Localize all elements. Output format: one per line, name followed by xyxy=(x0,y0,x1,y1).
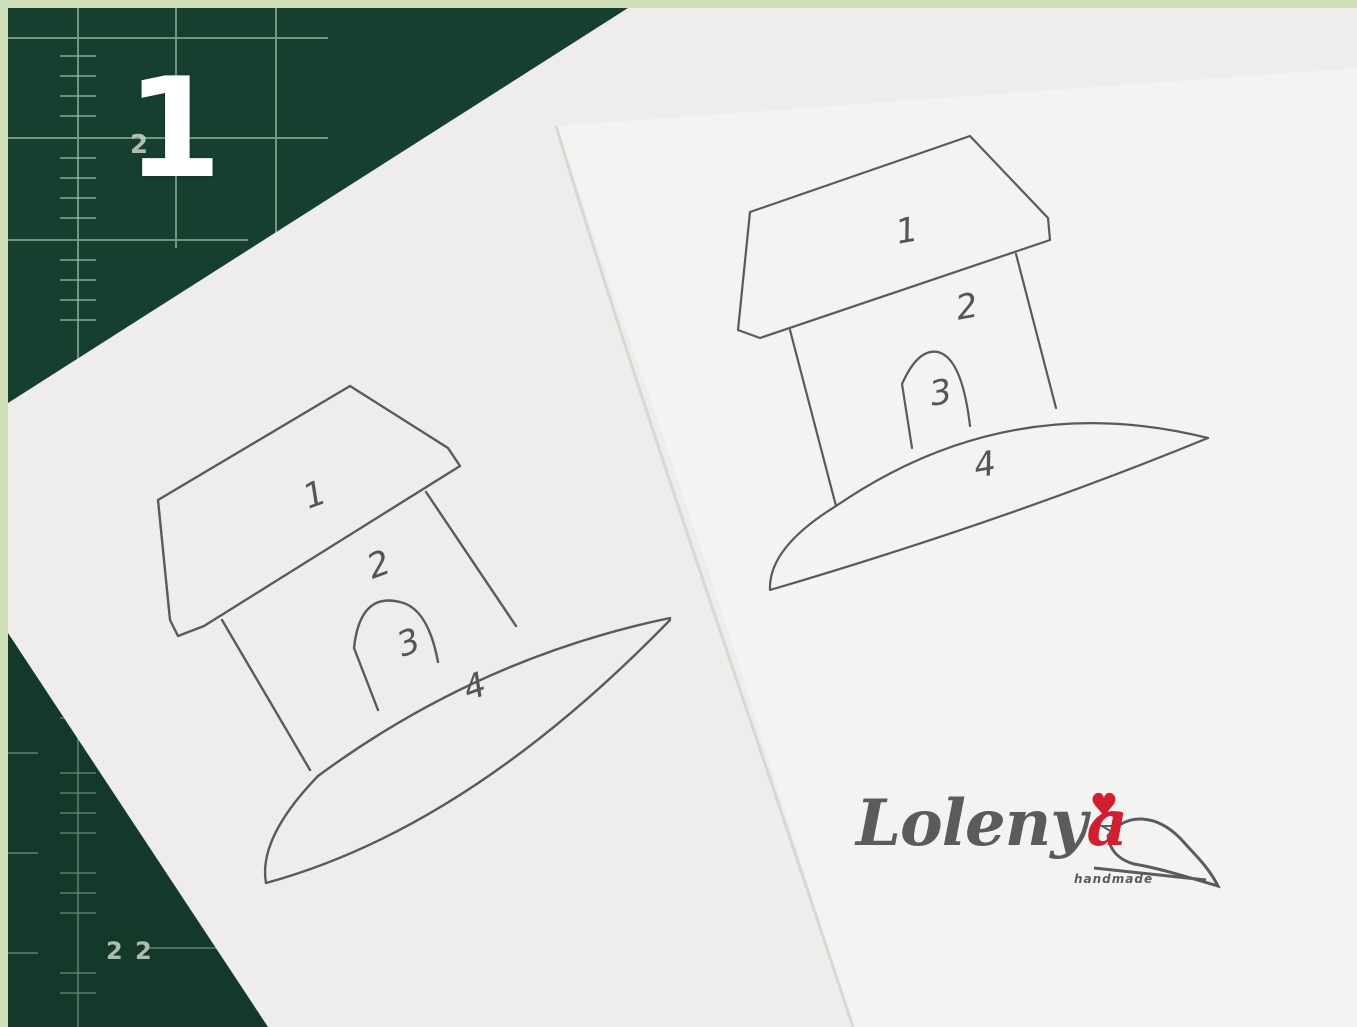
logo-name-main: Loleny xyxy=(856,786,1086,861)
mat-ruler-number: 2 xyxy=(130,130,148,160)
step-number: 1 xyxy=(126,60,222,198)
mat-ruler-number-bottom: 2 2 xyxy=(106,937,154,965)
logo-wordmark: Lolenya xyxy=(856,792,1127,856)
logo-subtitle: handmade xyxy=(1074,872,1153,886)
logo-name-accent: a xyxy=(1086,786,1126,861)
lolenya-logo: Lolenya handmade xyxy=(848,788,1228,908)
photo: 1 2 2 2 1 2 3 4 1 2 3 4 Lolenya handmade xyxy=(8,8,1357,1027)
